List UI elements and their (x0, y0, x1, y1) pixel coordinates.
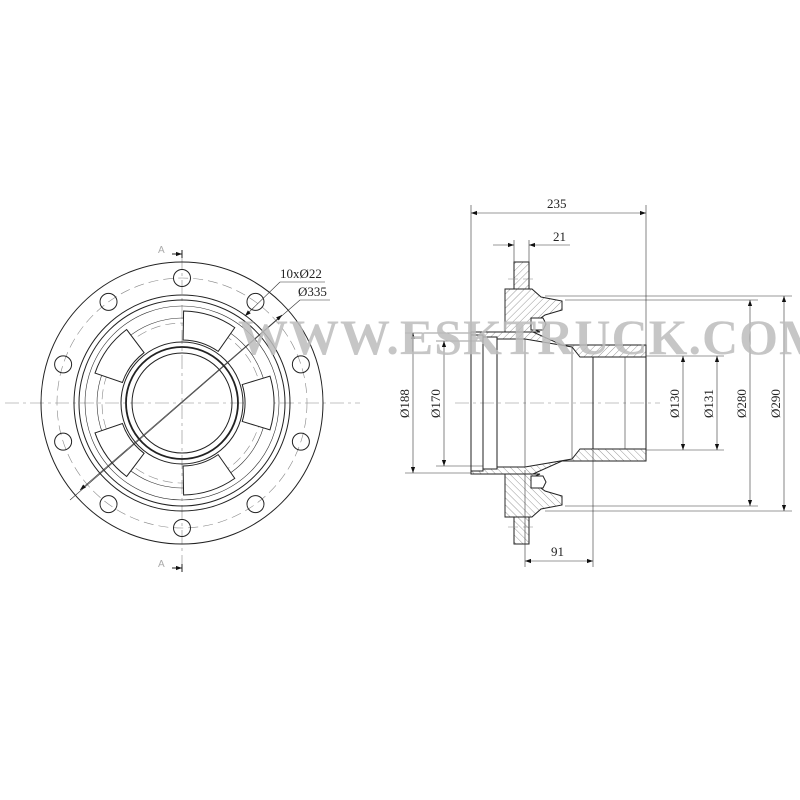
section-top-half (470, 261, 647, 403)
dia-130-label: Ø130 (667, 389, 682, 418)
flange-ear (513, 261, 530, 290)
flange-offset-label: 91 (551, 544, 564, 559)
bolt-hole (291, 432, 310, 451)
bolt-hole (99, 495, 118, 514)
bolt-holes-label: 10xØ22 (280, 266, 322, 281)
bolt-circle-label: Ø335 (298, 284, 327, 299)
flange-outer-circle (40, 261, 324, 545)
section-label-bottom: A (158, 559, 165, 570)
hub-ring (78, 299, 286, 507)
side-section-view: 235 21 91 Ø188 Ø170 Ø130 Ø131 Ø280 (397, 196, 792, 567)
hub-ring-outer (73, 294, 291, 512)
bolt-hole (291, 355, 310, 374)
dia-131-label: Ø131 (701, 389, 716, 418)
dia-290-label: Ø290 (768, 389, 783, 418)
hub-pocket (241, 375, 275, 431)
bolt-hole (173, 519, 191, 537)
section-label-top: A (158, 245, 165, 256)
bolt-hole (99, 292, 118, 311)
bolt-hole (54, 355, 73, 374)
flange-pocket (530, 317, 547, 331)
bolt-holes (54, 269, 310, 537)
bolt-hole (173, 269, 191, 287)
dimension-arrows-335 (79, 314, 283, 491)
front-view: Ø335 10xØ22 A A (5, 245, 360, 572)
bolt-hole (54, 432, 73, 451)
overall-length-label: 235 (547, 196, 567, 211)
section-bottom-half (470, 402, 647, 545)
leader-line-bolt-holes (244, 281, 281, 317)
flange-thickness-label: 21 (553, 229, 566, 244)
dia-170-label: Ø170 (428, 389, 443, 418)
bolt-hole (246, 495, 265, 514)
bolt-hole (246, 292, 265, 311)
dia-280-label: Ø280 (734, 389, 749, 418)
watermark: WWW.ESKTRUCK.COM (238, 309, 800, 365)
dia-188-label: Ø188 (397, 389, 412, 418)
bolt-circle (56, 277, 308, 529)
